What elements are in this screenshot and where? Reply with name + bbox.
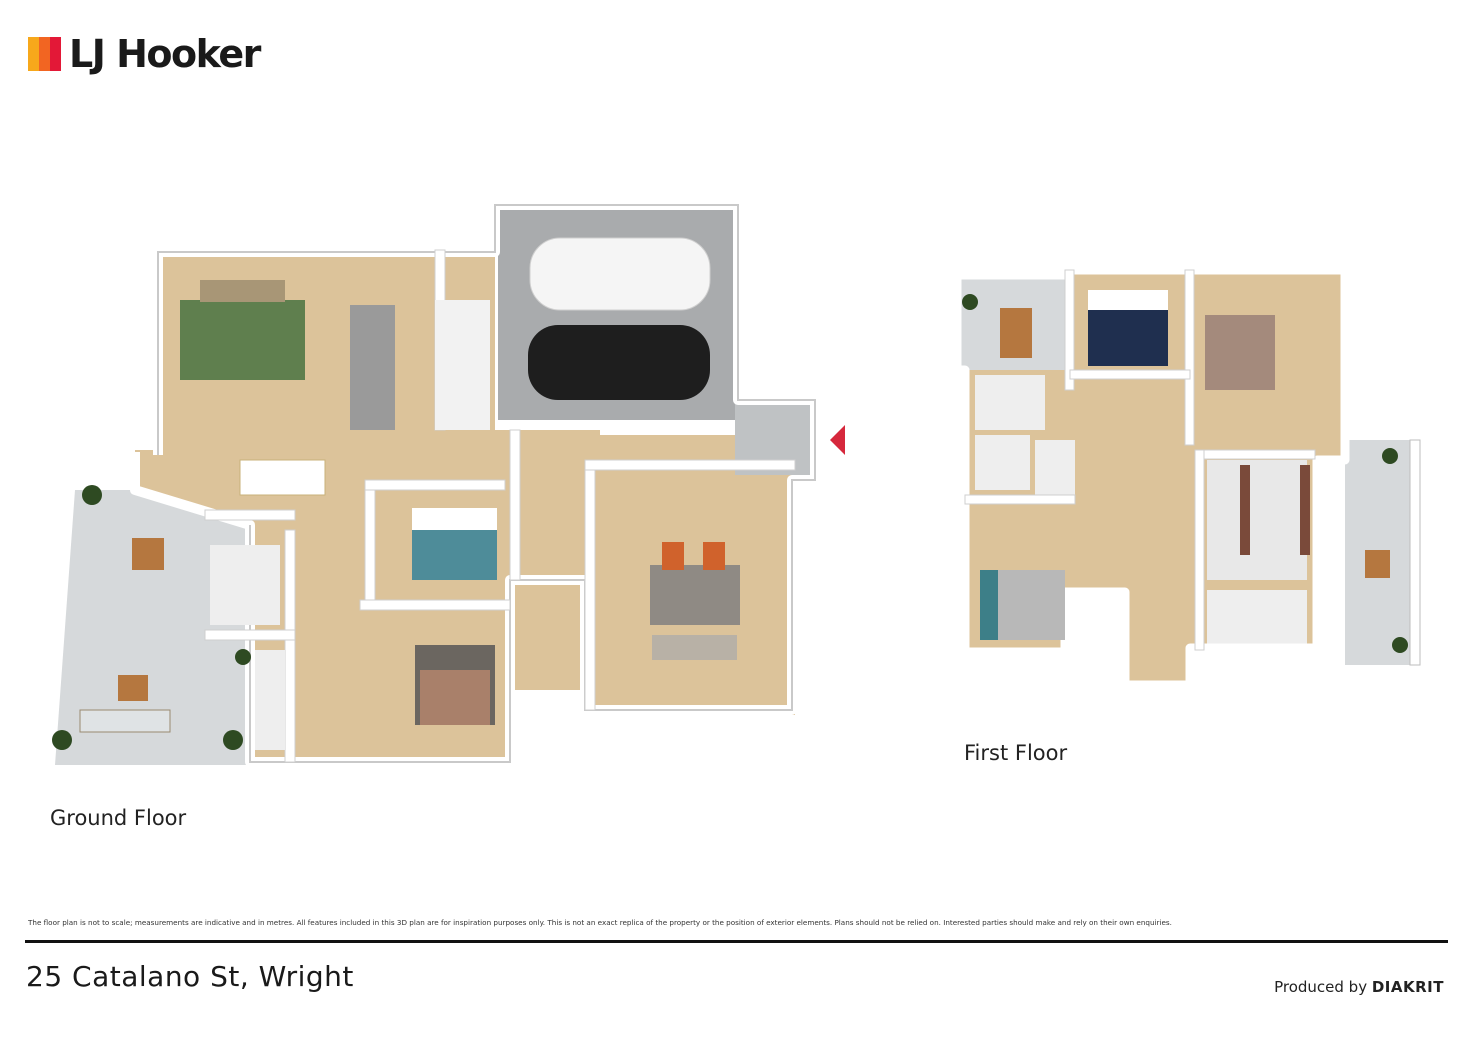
ground-floor-label: Ground Floor xyxy=(50,806,187,830)
disclaimer-text: The floor plan is not to scale; measurem… xyxy=(28,918,1172,927)
logo-wordmark: LJ Hooker xyxy=(69,32,261,76)
lj-hooker-logo: LJ Hooker xyxy=(28,30,261,78)
car-white-icon xyxy=(529,237,711,311)
produced-by-prefix: Produced by xyxy=(1274,978,1372,996)
logo-mark-icon xyxy=(28,37,61,71)
ground-floor-plan xyxy=(52,200,845,767)
first-floor-plan xyxy=(952,265,1421,690)
diakrit-logo: DIAKRIT xyxy=(1371,978,1444,996)
produced-by: Produced by DIAKRIT xyxy=(1274,978,1444,996)
entry-marker-icon xyxy=(830,425,845,455)
car-black-icon xyxy=(528,325,710,400)
first-outer-wall xyxy=(952,265,1350,690)
property-address: 25 Catalano St, Wright xyxy=(26,960,354,993)
footer-divider xyxy=(25,940,1448,943)
ground-patio xyxy=(55,490,250,765)
first-floor-label: First Floor xyxy=(964,741,1068,765)
